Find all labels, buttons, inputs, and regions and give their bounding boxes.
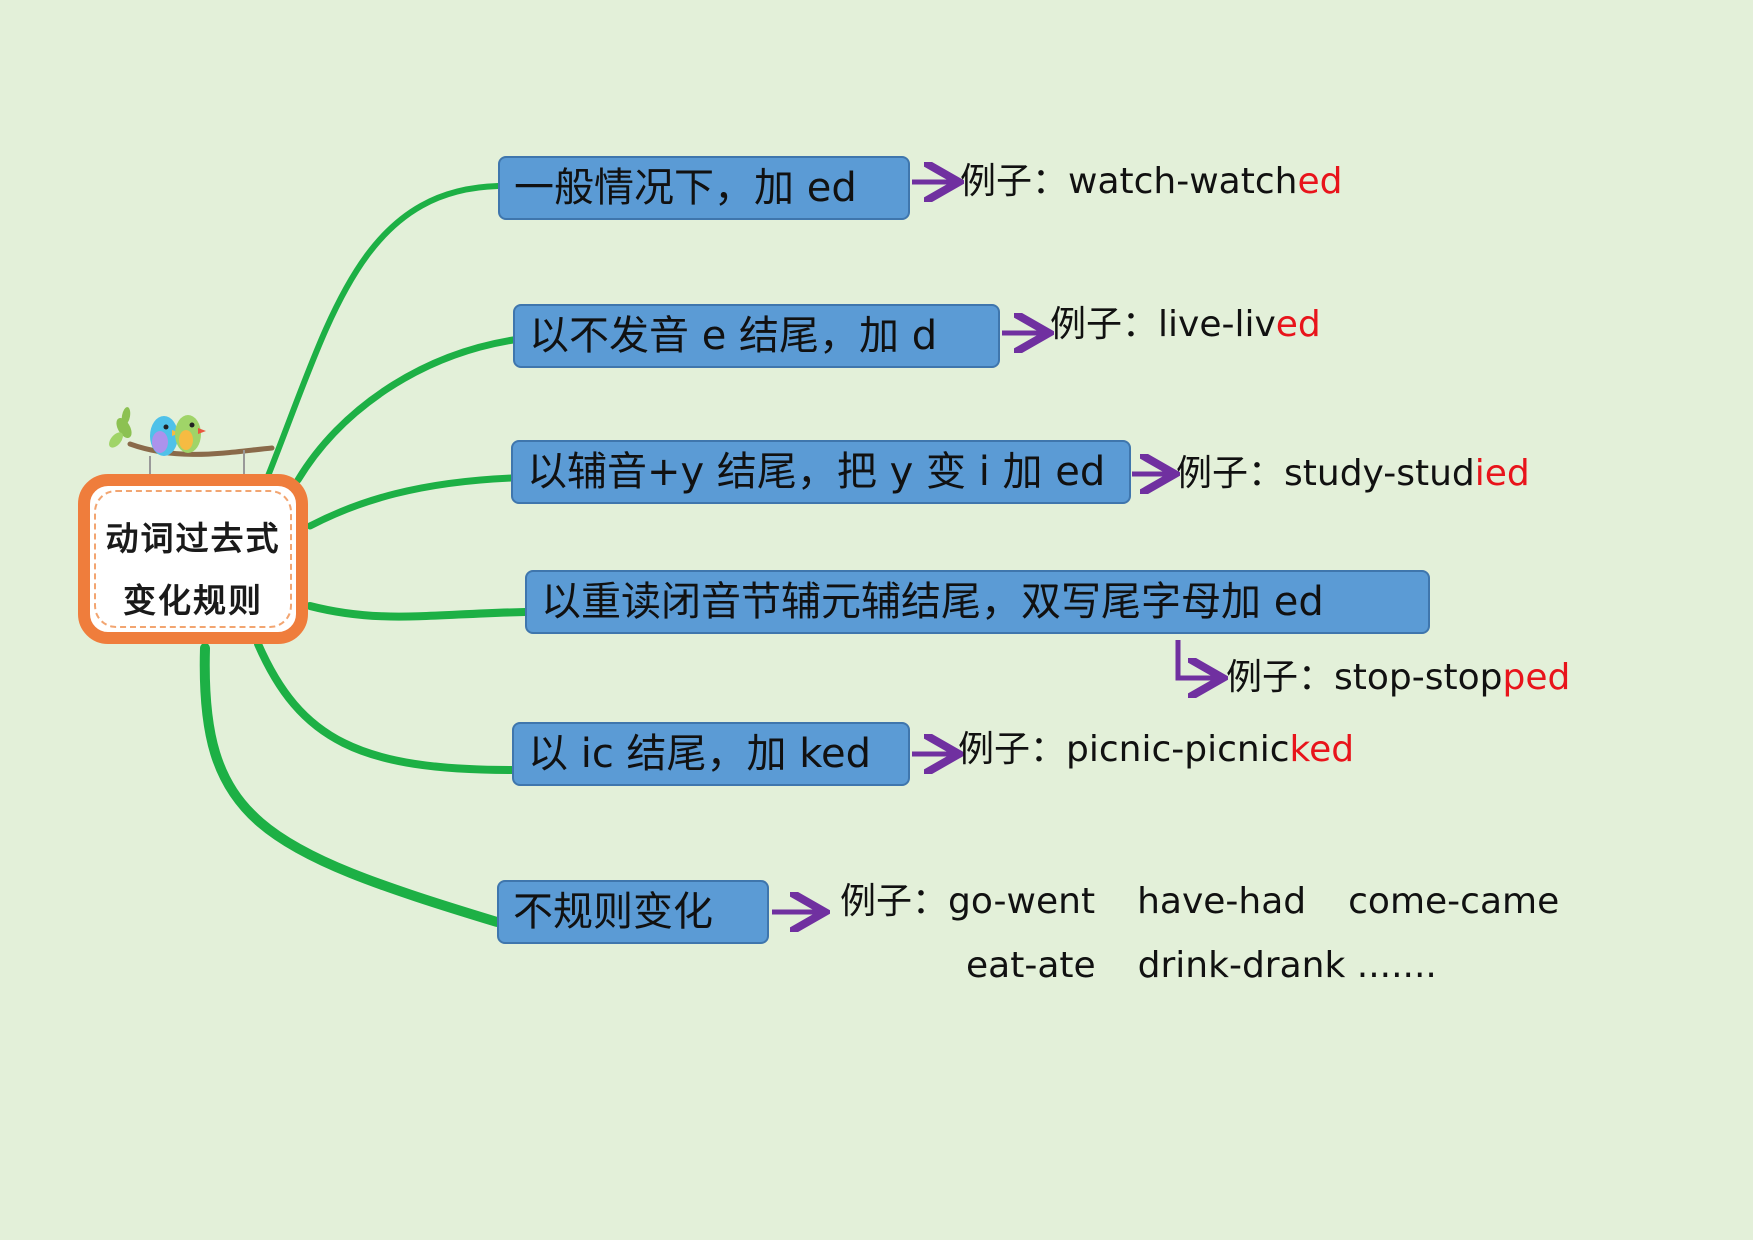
arrow-4 (1175, 640, 1218, 678)
example-6: 例子：go-went have-had come-came (840, 880, 1559, 924)
irregular-example-4: eat-ate (966, 945, 1096, 986)
rule-box-3: 以辅音+y 结尾，把 y 变 i 加 ed (511, 440, 1131, 504)
example-1: 例子：watch-watched (960, 160, 1342, 204)
example-base: stop-stop (1334, 657, 1503, 698)
branch-5 (254, 640, 516, 774)
example-base: picnic-picnic (1066, 729, 1290, 770)
example-prefix: 例子： (1176, 453, 1285, 494)
branch-6 (199, 643, 502, 927)
bird-branch-illustration (109, 407, 275, 484)
example-suffix: ed (1275, 304, 1321, 345)
rule-box-4: 以重读闭音节辅元辅结尾，双写尾字母加 ed (525, 570, 1430, 634)
example-prefix: 例子： (1050, 304, 1159, 345)
example-suffix: ked (1289, 729, 1355, 770)
example-prefix: 例子： (1226, 657, 1335, 698)
example-4: 例子：stop-stopped (1226, 656, 1570, 700)
irregular-example-3: come-came (1348, 881, 1560, 922)
center-title-line-1: 动词过去式 (105, 519, 281, 558)
example-prefix: 例子： (960, 161, 1069, 202)
irregular-example-1: go-went (948, 881, 1096, 922)
irregular-example-2: have-had (1137, 881, 1307, 922)
center-topic: 动词过去式 变化规则 (78, 474, 308, 644)
branch-3 (306, 474, 515, 530)
example-3: 例子：study-studied (1176, 452, 1530, 496)
rule-box-1: 一般情况下，加 ed (498, 156, 910, 220)
example-prefix: 例子： (840, 881, 949, 922)
example-base: study-stud (1284, 453, 1475, 494)
example-6-line-2: eat-ate drink-drank ....... (966, 944, 1437, 988)
rule-box-5: 以 ic 结尾，加 ked (512, 722, 910, 786)
example-suffix: ied (1474, 453, 1530, 494)
example-prefix: 例子： (958, 729, 1067, 770)
example-base: live-liv (1158, 304, 1276, 345)
branch-4 (306, 602, 529, 621)
branch-1 (265, 183, 501, 479)
example-suffix: ed (1297, 161, 1343, 202)
rule-box-2: 以不发音 e 结尾，加 d (513, 304, 1000, 368)
irregular-example-5: drink-drank ....... (1137, 945, 1437, 986)
example-2: 例子：live-lived (1050, 303, 1321, 347)
example-5: 例子：picnic-picnicked (958, 728, 1354, 772)
rule-box-6: 不规则变化 (497, 880, 769, 944)
center-title-line-2: 变化规则 (123, 581, 263, 620)
example-base: watch-watch (1068, 161, 1298, 202)
example-suffix: ped (1502, 657, 1571, 698)
branch-2 (294, 336, 517, 484)
